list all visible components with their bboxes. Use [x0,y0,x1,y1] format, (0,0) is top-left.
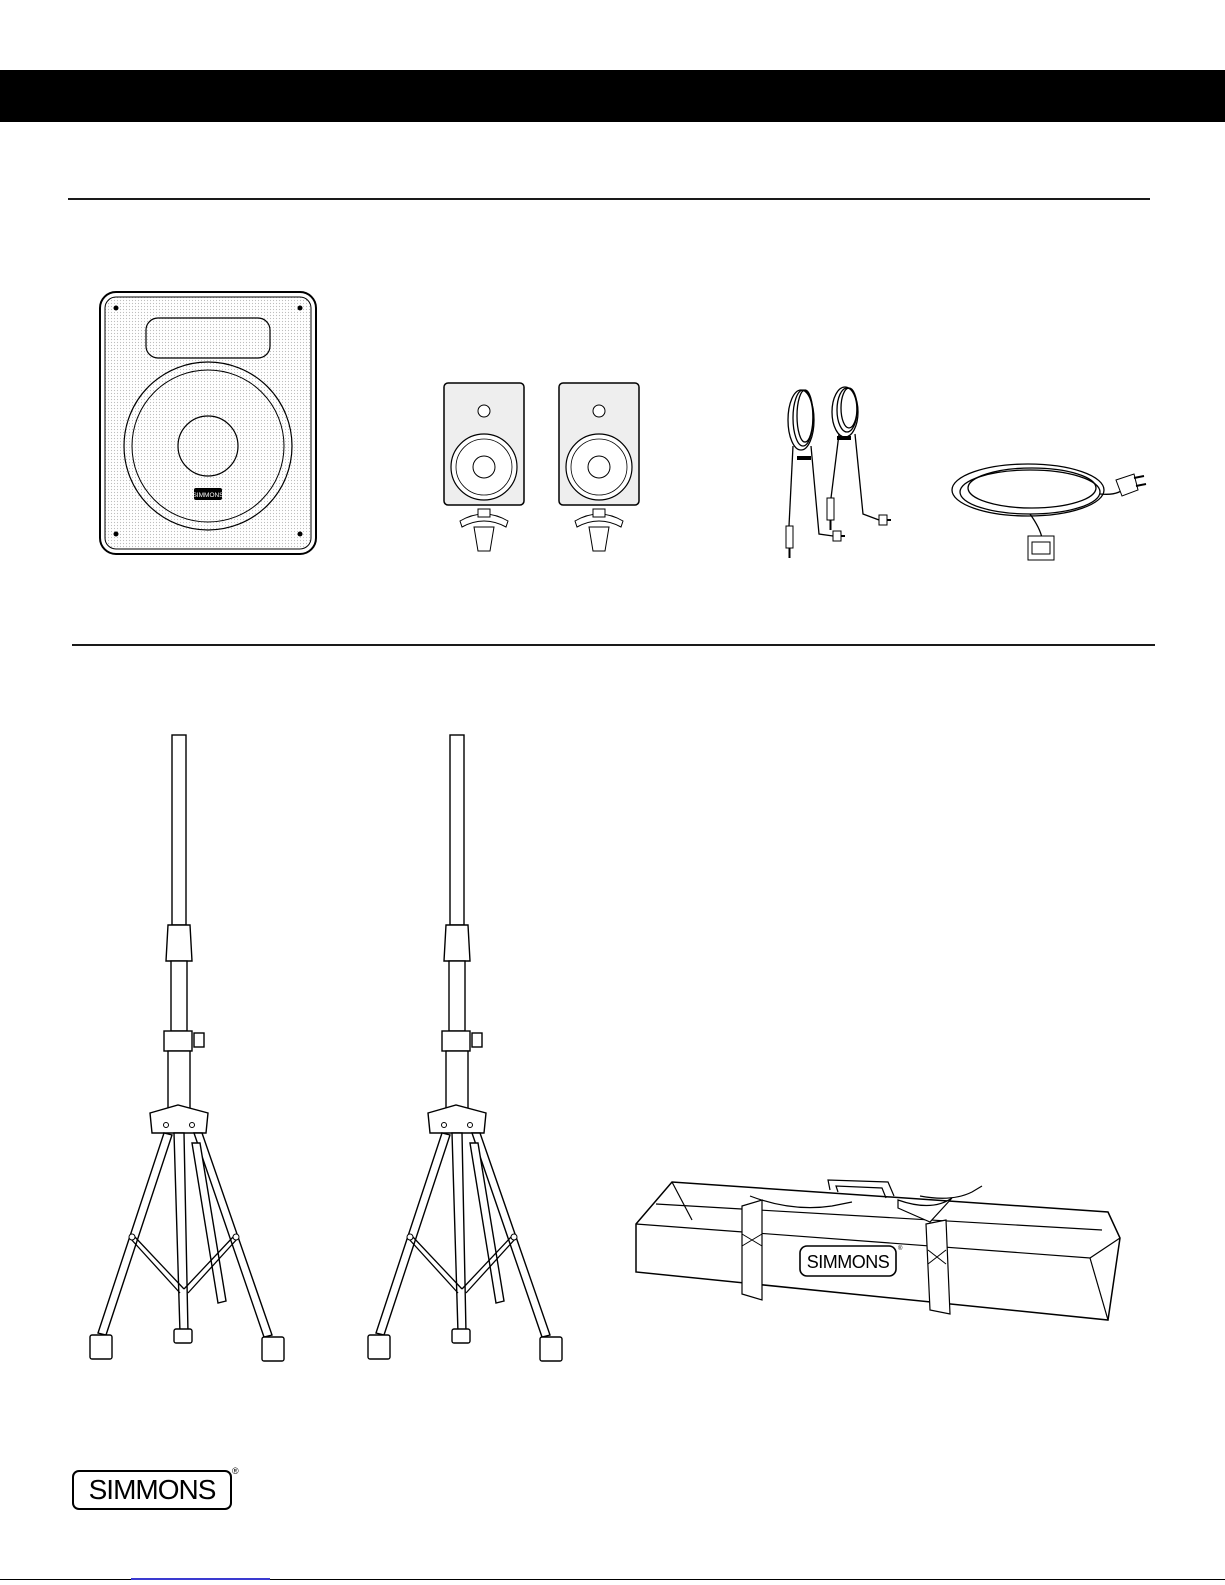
brand-logo: SIMMONS ® [72,1470,238,1514]
speaker-stand-icon [76,733,296,1373]
speaker-stand-icon [354,733,574,1373]
carry-bag-icon: SIMMONS ® [632,1172,1122,1332]
audio-cables-icon [775,386,900,564]
header-bar [0,70,1225,122]
section-divider-middle [72,644,1155,646]
bag-badge-mark: ® [898,1245,903,1252]
subwoofer-badge: SIMMONS [192,492,224,499]
brand-registered-mark: ® [232,1466,239,1476]
footer-link-underline[interactable] [131,1578,270,1580]
brand-logo-text: SIMMONS [72,1474,232,1506]
power-cord-icon [950,450,1150,562]
section-divider-top [68,198,1150,200]
subwoofer-icon: SIMMONS [98,290,320,558]
bag-badge: SIMMONS [807,1252,890,1272]
satellite-speaker-icon [557,381,643,553]
satellite-speaker-icon [442,381,528,553]
